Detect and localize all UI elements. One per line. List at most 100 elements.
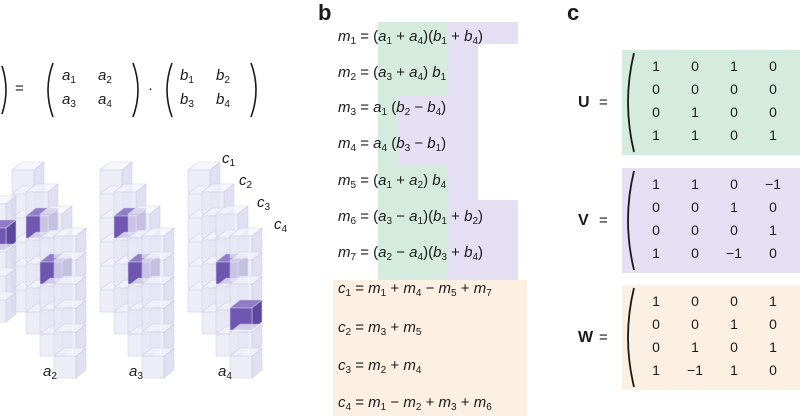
cube-label: c3	[257, 194, 271, 213]
output-equation: c3 = m2 + m4	[338, 357, 422, 376]
matrix-v-entry: 0	[730, 222, 738, 238]
output-equation: c1 = m1 + m4 − m5 + m7	[338, 280, 492, 299]
matrix-v-entry: 0	[691, 222, 699, 238]
cube	[141, 347, 175, 379]
matrix-b-right-paren	[250, 62, 257, 118]
matrix-a-entry: a3	[62, 91, 76, 110]
matrix-v-entry: 1	[652, 176, 660, 192]
lavender-highlight-3	[448, 200, 518, 280]
product-equation: m5 = (a1 + a2) b4	[338, 172, 447, 191]
matrix-w-entry: 1	[730, 362, 738, 378]
matrix-w-background	[622, 285, 800, 390]
matrix-w-eq-sign: =	[599, 329, 608, 346]
tensor-cube-illustration	[0, 161, 263, 379]
matrix-w-entry: −1	[687, 362, 703, 378]
matrix-u-entry: 0	[652, 81, 660, 97]
matrix-b-entry: b3	[180, 91, 194, 110]
matrix-b-entry: b4	[216, 91, 230, 110]
matrix-a-entry: a2	[98, 67, 112, 86]
matrix-v-entry: 0	[691, 199, 699, 215]
paren-fragment	[1, 65, 7, 115]
matrix-w-entry: 0	[652, 316, 660, 332]
matrix-u-entry: 0	[730, 81, 738, 97]
matrix-v-entry: −1	[726, 245, 742, 261]
matrix-v-label: V	[578, 212, 589, 229]
matrix-w-entry: 1	[691, 339, 699, 355]
peach-highlight	[333, 280, 527, 416]
cube	[53, 347, 87, 379]
matrix-v-entry: 0	[769, 199, 777, 215]
matrix-u-entry: 0	[769, 81, 777, 97]
matrix-v-entry: 0	[769, 245, 777, 261]
lavender-highlight-1	[448, 22, 518, 44]
matrix-u-entry: 0	[730, 127, 738, 143]
product-equation: m2 = (a3 + a4) b1	[338, 64, 447, 83]
matrix-u-entry: 0	[769, 58, 777, 74]
lavender-highlight-4	[398, 95, 478, 165]
matrix-a-left-paren	[47, 62, 54, 118]
cube	[0, 195, 17, 227]
matrix-v-entry: 1	[652, 245, 660, 261]
cube	[0, 291, 17, 323]
cube	[0, 267, 17, 299]
matrix-u-entry: 1	[691, 104, 699, 120]
cube-label: c1	[222, 150, 236, 169]
matrix-v-entry: 1	[730, 199, 738, 215]
matrix-u-entry: 0	[691, 58, 699, 74]
matrix-u-background	[622, 50, 800, 155]
eq-sign-a: =	[15, 80, 24, 97]
matrix-a-entry: a4	[98, 91, 112, 110]
product-equation: m1 = (a1 + a4)(b1 + b4)	[338, 28, 483, 47]
cube	[0, 243, 17, 275]
cube-label: c2	[239, 172, 253, 191]
matrix-w-entry: 0	[730, 339, 738, 355]
cube	[141, 275, 175, 307]
product-equation: m6 = (a3 − a1)(b1 + b2)	[338, 208, 483, 227]
matrix-v-entry: 0	[652, 199, 660, 215]
bottom-label: a4	[218, 363, 232, 382]
product-equation: m7 = (a2 − a4)(b3 + b4)	[338, 244, 483, 263]
matrix-w-label: W	[578, 329, 594, 346]
matrix-u-entry: 1	[691, 127, 699, 143]
matrix-u-entry: 0	[652, 104, 660, 120]
matrix-v-entry: 0	[691, 245, 699, 261]
cube	[229, 347, 263, 379]
panel-label-c: c	[567, 0, 580, 25]
matrix-w-entry: 0	[769, 316, 777, 332]
matrix-a-right-paren	[132, 62, 139, 118]
cube	[229, 251, 263, 283]
matrix-v-eq-sign: =	[599, 212, 608, 229]
product-equation: m4 = a4 (b3 − b1)	[338, 135, 447, 154]
matrix-w-entry: 1	[769, 339, 777, 355]
matrix-v-entry: 1	[769, 222, 777, 238]
matrix-v-entry: 0	[730, 176, 738, 192]
output-equation: c4 = m1 − m2 + m3 + m6	[338, 394, 492, 413]
matrix-w-left-paren	[627, 287, 635, 388]
product-equation: m3 = a1 (b2 − b4)	[338, 99, 447, 118]
panel-label-b: b	[318, 0, 332, 25]
cube	[53, 299, 87, 331]
highlighted-cube	[0, 219, 17, 251]
cube-label: c4	[274, 216, 288, 235]
matrix-w-entry: 1	[652, 293, 660, 309]
matrix-u-entry: 1	[730, 58, 738, 74]
matrix-u-entry: 0	[769, 104, 777, 120]
matrix-u-entry: 0	[691, 81, 699, 97]
matrix-w-entry: 0	[691, 293, 699, 309]
matrix-u-eq-sign: =	[599, 94, 608, 111]
matrix-w-entry: 1	[652, 362, 660, 378]
matrix-b-left-paren	[166, 62, 173, 118]
output-equation: c2 = m3 + m5	[338, 319, 422, 338]
matrix-v-entry: −1	[765, 176, 781, 192]
matrix-u-label: U	[578, 94, 590, 111]
matrix-w-entry: 0	[652, 339, 660, 355]
matrix-u-entry: 0	[730, 104, 738, 120]
matrix-v-entry: 0	[652, 222, 660, 238]
matrix-w-entry: 0	[769, 362, 777, 378]
matrix-w-entry: 1	[730, 316, 738, 332]
matrix-v-entry: 1	[691, 176, 699, 192]
matrix-w-entry: 0	[691, 316, 699, 332]
matrix-a-entry: a1	[62, 67, 76, 86]
highlighted-cube	[229, 299, 263, 331]
matrix-w-entry: 1	[769, 293, 777, 309]
